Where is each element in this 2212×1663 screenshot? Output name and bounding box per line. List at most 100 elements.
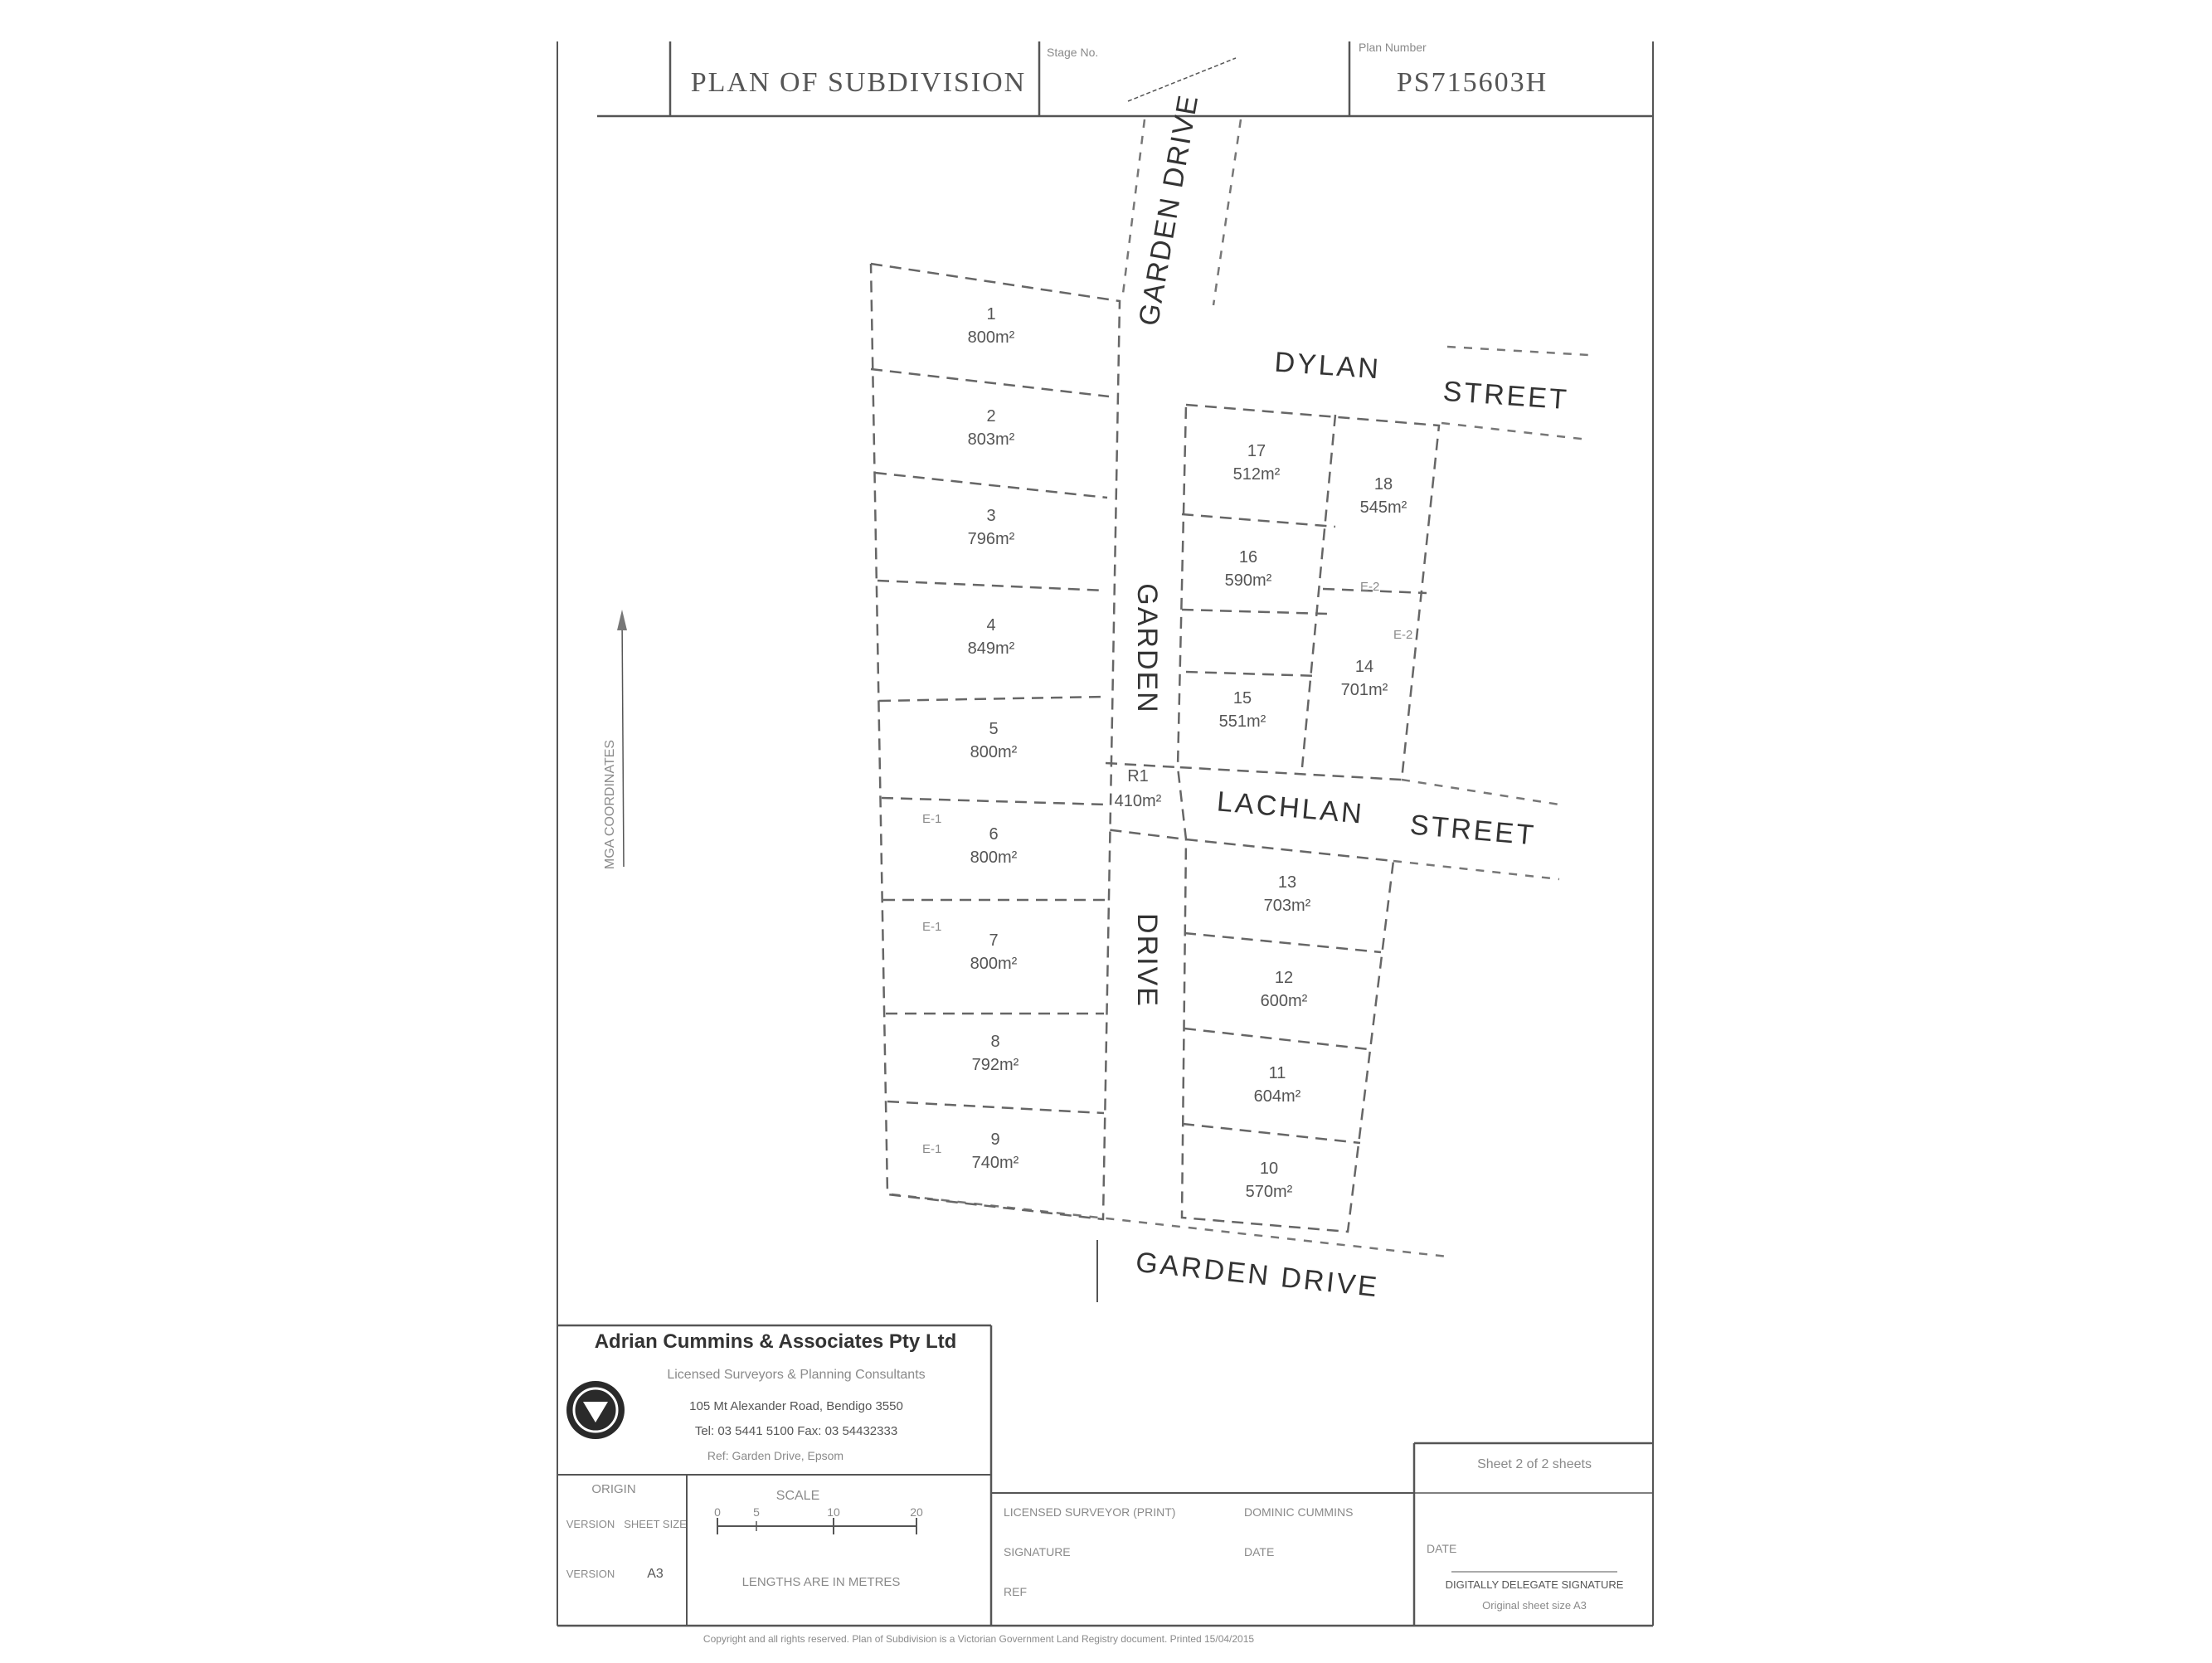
easement-label: E-1 [922, 920, 941, 934]
lot-number: 5 [989, 720, 998, 738]
side-annotation: MGA COORDINATES [603, 740, 617, 869]
lot-area: 703m² [1264, 897, 1311, 915]
easement-markers: E-1 E-1 E-2 E-2 E-1 [922, 580, 1412, 1156]
easement-label: E-2 [1360, 580, 1379, 594]
date-right: DATE [1427, 1542, 1456, 1555]
lot-number: 10 [1260, 1160, 1278, 1178]
surveyor-name: DOMINIC CUMMINS [1244, 1505, 1353, 1519]
lot-area: 701m² [1341, 681, 1388, 699]
lot-number: 9 [990, 1131, 999, 1149]
title-block: Adrian Cummins & Associates Pty Ltd Lice… [557, 1324, 1653, 1645]
lot-11: 11 604m² [1254, 1064, 1301, 1106]
street-garden-central: GARDEN [1131, 583, 1163, 713]
lot-area: 551m² [1219, 712, 1266, 731]
lot-12: 12 600m² [1261, 969, 1308, 1010]
lot-area: 800m² [970, 849, 1018, 867]
street-drive-central: DRIVE [1131, 913, 1163, 1008]
sheet-size-label: SHEET SIZE [624, 1518, 687, 1530]
lot-area: 800m² [970, 743, 1018, 761]
lot-number: 14 [1355, 658, 1373, 676]
street-dylan-street: STREET [1442, 376, 1570, 416]
lot-9: 9 740m² [972, 1131, 1019, 1172]
version-short: VERSION [566, 1568, 615, 1580]
lot-number: 8 [990, 1033, 999, 1051]
lot-number: 6 [989, 825, 998, 844]
lot-number: 17 [1247, 442, 1266, 460]
scale-tick: 20 [910, 1505, 923, 1519]
street-dylan: DYLAN [1273, 347, 1382, 386]
scale-label: SCALE [776, 1489, 819, 1503]
lot-number: 18 [1374, 475, 1393, 494]
ref-label: REF [1004, 1585, 1027, 1598]
version-label: VERSION [566, 1518, 615, 1530]
stage-label: Stage No. [1047, 46, 1098, 59]
lot-area: 849m² [968, 639, 1015, 658]
lot-18: 18 545m² [1360, 475, 1407, 517]
lot-5: 5 800m² [970, 720, 1018, 761]
north-arrow: MGA COORDINATES [603, 610, 627, 869]
lot-4: 4 849m² [968, 616, 1015, 658]
lot-boundaries [869, 262, 1441, 1233]
reference: Ref: Garden Drive, Epsom [707, 1449, 843, 1462]
delegate-signature: DIGITALLY DELEGATE SIGNATURE [1446, 1578, 1624, 1591]
date-label: DATE [1244, 1545, 1274, 1558]
signature-label: SIGNATURE [1004, 1545, 1071, 1558]
plan-number: PS715603H [1397, 67, 1548, 98]
lot-number: 4 [986, 616, 995, 635]
dimensions-note: LENGTHS ARE IN METRES [742, 1575, 901, 1589]
lot-area: 800m² [968, 328, 1015, 347]
lot-area: 570m² [1246, 1183, 1293, 1201]
company-address: 105 Mt Alexander Road, Bendigo 3550 [689, 1399, 903, 1413]
lot-number: 12 [1275, 969, 1293, 987]
scale-bar: SCALE 0 5 10 20 LENGTHS ARE IN METRES [714, 1489, 923, 1589]
lot-area: 740m² [972, 1154, 1019, 1172]
lot-13: 13 703m² [1264, 873, 1311, 915]
street-lachlan-street: STREET [1409, 809, 1538, 851]
lot-15: 15 551m² [1219, 689, 1266, 731]
reserve-area: 410m² [1115, 792, 1162, 810]
lot-area: 604m² [1254, 1087, 1301, 1106]
surveyor-label: LICENSED SURVEYOR (PRINT) [1004, 1505, 1175, 1519]
sheet-of: Sheet 2 of 2 sheets [1477, 1457, 1592, 1471]
street-lachlan: LACHLAN [1216, 785, 1365, 829]
scale-tick: 10 [827, 1505, 840, 1519]
lot-area: 600m² [1261, 992, 1308, 1010]
lot-number: 1 [986, 305, 995, 323]
lot-10: 10 570m² [1246, 1160, 1293, 1201]
lot-number: 16 [1239, 548, 1257, 566]
lot-area: 803m² [968, 430, 1015, 449]
easement-label: E-1 [922, 812, 941, 826]
reserve-id: R1 [1127, 767, 1149, 785]
lot-1: 1 800m² [968, 305, 1015, 347]
lot-number: 7 [989, 931, 998, 950]
footer-note: Copyright and all rights reserved. Plan … [703, 1633, 1254, 1645]
company-subtitle: Licensed Surveyors & Planning Consultant… [667, 1368, 925, 1382]
easement-label: E-1 [922, 1142, 941, 1156]
plan-number-label: Plan Number [1359, 41, 1427, 54]
easement-label: E-2 [1393, 628, 1412, 642]
lot-number: 15 [1233, 689, 1252, 708]
lot-area: 800m² [970, 955, 1018, 973]
company-phone: Tel: 03 5441 5100 Fax: 03 54432333 [695, 1424, 897, 1438]
lot-number: 3 [986, 507, 995, 525]
lot-14: 14 701m² [1341, 658, 1388, 699]
plan-title: PLAN OF SUBDIVISION [691, 67, 1026, 98]
lot-area: 512m² [1233, 465, 1281, 484]
street-garden-drive-south: GARDEN DRIVE [1135, 1247, 1381, 1304]
company-logo [566, 1381, 625, 1439]
original-size: Original sheet size A3 [1482, 1599, 1587, 1612]
origin-label: ORIGIN [591, 1482, 635, 1496]
sheet-size: A3 [647, 1567, 664, 1581]
scale-tick: 5 [753, 1505, 760, 1519]
lot-number: 13 [1278, 873, 1296, 892]
lot-area: 545m² [1360, 498, 1407, 517]
plan-header: PLAN OF SUBDIVISION Stage No. Plan Numbe… [557, 41, 1654, 1626]
company-name: Adrian Cummins & Associates Pty Ltd [595, 1330, 957, 1353]
lot-number: 2 [986, 407, 995, 425]
lot-number: 11 [1269, 1064, 1286, 1082]
